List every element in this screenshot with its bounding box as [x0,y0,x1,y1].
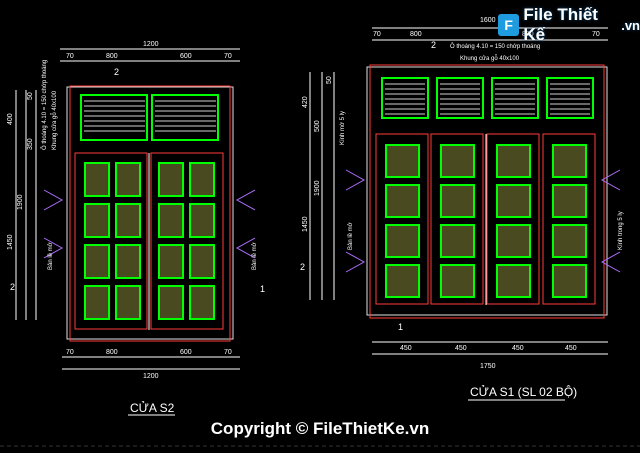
dim-bot-b-left: 800 [106,349,118,356]
leaf-left [74,152,148,330]
glass-panel [385,224,420,258]
glass-panel [115,162,141,197]
leaf-2 [430,133,484,305]
dim-top-a-right: 800 [410,31,422,38]
glass-panel [84,203,110,238]
dim-side-e-left: 50 [27,92,34,100]
dim-top-total-right: 1600 [480,17,496,24]
dim-bot-c-left: 600 [180,349,192,356]
door-s1: 2 1 2 1600 800 800 70 70 1750 450 450 45… [300,17,624,401]
glass-panel [84,285,110,320]
glass-panel [115,285,141,320]
dim-bot-b-right: 450 [455,345,467,352]
mark-1-right: 1 [398,322,403,332]
dim-top-b-left: 800 [106,53,118,60]
glass-panel [440,224,475,258]
logo-icon: F [498,14,520,36]
dim-side-d-right: 50 [326,76,333,84]
glass-panel [496,224,531,258]
dim-bot-d-left: 70 [224,349,232,356]
mark-2-top-right: 2 [431,40,436,50]
logo-text: File Thiết Kế [523,5,598,44]
note-transom-right: Ô thoáng 4.10 = 150 chớp thoáng [450,43,540,50]
glass-panel [496,184,531,218]
glass-panel [552,144,587,178]
dim-bot-total-left: 1200 [143,373,159,380]
glass-panel [440,264,475,298]
dim-bot-a-left: 70 [66,349,74,356]
dim-top-a-left: 70 [66,53,74,60]
transom-4 [546,77,594,119]
copyright-text: Copyright © FileThietKe.vn [210,419,430,438]
dim-side-a-left: 400 [7,113,14,125]
glass-panel [552,264,587,298]
mark-2-top-left: 2 [114,67,119,77]
note-hinge-b-left: Bản lề mở [251,242,258,270]
filethietke-logo[interactable]: F File Thiết Kế .vn [498,5,640,44]
glass-panel [385,264,420,298]
glass-panel [496,144,531,178]
note-frame-right: Khung cửa gỗ 40x100 [460,55,520,62]
dim-side-b-right: 1450 [302,216,309,232]
glass-panel [189,244,215,279]
dim-side-e-right: 500 [314,120,321,132]
dim-bot-total-right: 1750 [480,363,496,370]
transom-2 [436,77,484,119]
dim-top-c-right: 70 [373,31,381,38]
note-hinge-right: Bản lề mở [347,222,354,250]
title-door-s2: CỬA S2 [130,400,175,415]
glass-panel [115,203,141,238]
leaf-4 [542,133,596,305]
glass-panel [84,244,110,279]
dim-side-b-left: 1450 [7,234,14,250]
note-glass-b-right: Kính trong 5 ly [618,211,624,250]
glass-panel [552,184,587,218]
dim-top-c-left: 600 [180,53,192,60]
glass-panel [158,203,184,238]
glass-panel [385,184,420,218]
dim-side-d-left: 350 [27,138,34,150]
glass-panel [84,162,110,197]
title-door-s1: CỬA S1 (SL 02 BỘ) [470,384,577,399]
transom-1 [381,77,429,119]
glass-panel [189,162,215,197]
glass-panel [440,144,475,178]
glass-panel [158,244,184,279]
dim-side-c-left: 1900 [17,194,24,210]
leaf-right [150,152,224,330]
dim-top-total-left: 1200 [143,41,159,48]
glass-panel [496,264,531,298]
dim-side-c-right: 1900 [314,180,321,196]
dim-top-d-right: 70 [592,31,600,38]
glass-panel [552,224,587,258]
transom-left [80,94,148,141]
glass-panel [189,203,215,238]
logo-suffix: .vn [621,17,640,33]
note-frame-left: Khung cửa gỗ 40x100 [51,90,58,150]
dim-top-d-left: 70 [224,53,232,60]
dim-side-a-right: 420 [302,96,309,108]
mark-1-left: 1 [260,284,265,294]
dim-top-b-right: 800 [522,31,534,38]
door-s2: 2 1 2 1200 70 800 600 70 70 800 600 70 1… [7,41,265,416]
glass-panel [158,162,184,197]
glass-panel [440,184,475,218]
transom-3 [491,77,539,119]
glass-panel [115,244,141,279]
transom-right [151,94,219,141]
dim-bot-c-right: 450 [512,345,524,352]
glass-panel [189,285,215,320]
note-hinge-a-left: Bản lề mở [47,242,54,270]
dim-bot-d-right: 450 [565,345,577,352]
glass-panel [385,144,420,178]
note-glass-a-right: Kính mờ 5 ly [340,111,346,145]
dim-bot-a-right: 450 [400,345,412,352]
leaf-3 [486,133,540,305]
mark-2-side-right: 2 [300,262,305,272]
mark-2-side-left: 2 [10,282,15,292]
glass-panel [158,285,184,320]
note-transom-left: Ô thoáng 4.10 = 150 chớp thoáng [41,60,48,150]
leaf-1 [375,133,429,305]
